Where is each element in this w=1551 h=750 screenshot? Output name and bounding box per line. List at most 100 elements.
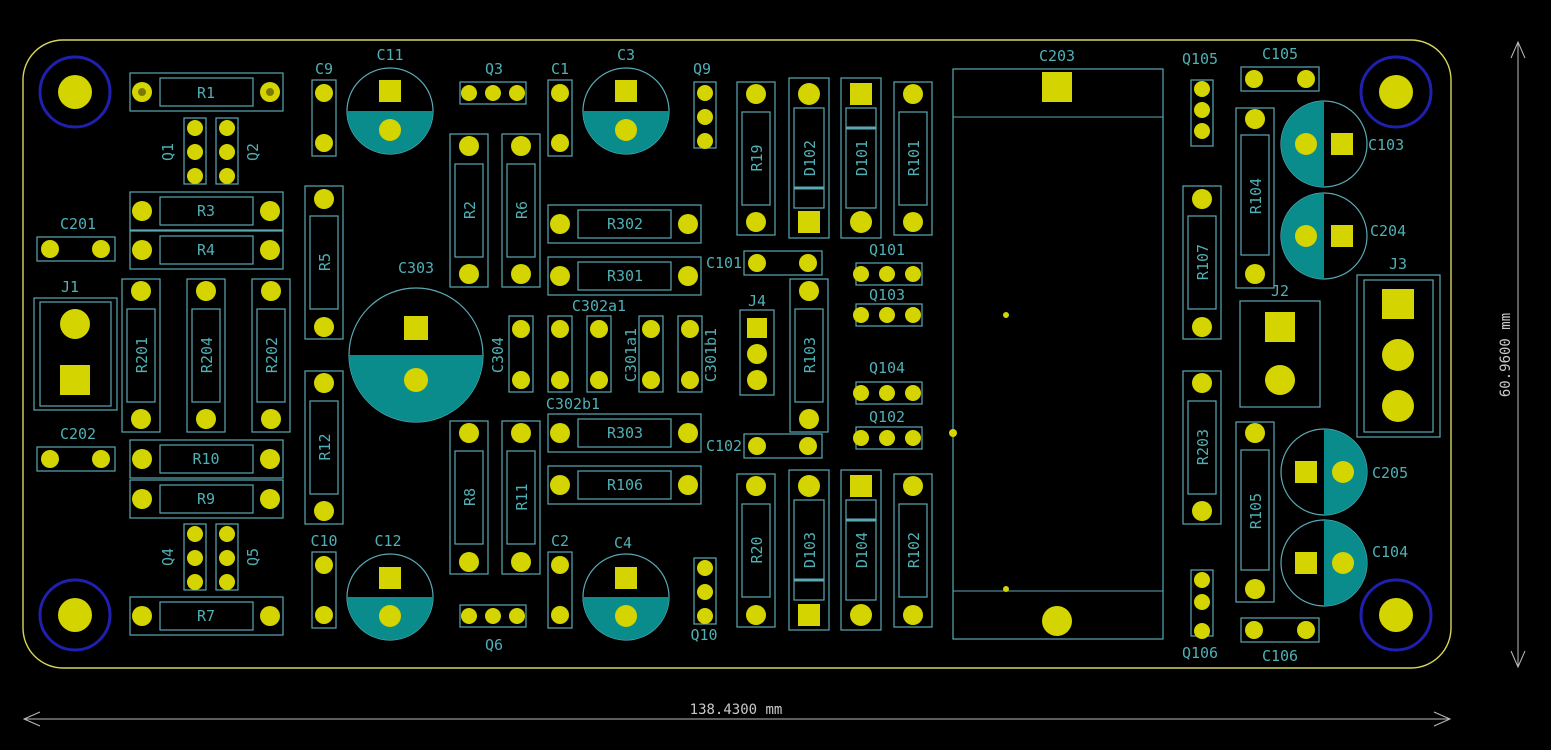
transistor-q103[interactable]: Q103 (853, 286, 923, 327)
capacitor-c303[interactable]: C303 (348, 259, 484, 423)
label-q2: Q2 (244, 143, 262, 161)
resistor-r20[interactable]: R20 (736, 473, 776, 628)
transistor-q102[interactable]: Q102 (853, 408, 923, 450)
transistor-q9[interactable]: Q9 (693, 60, 717, 149)
resistor-r11[interactable]: R11 (501, 420, 541, 575)
transistor-q5[interactable]: Q5 (215, 523, 262, 591)
transistor-q3[interactable]: Q3 (459, 60, 527, 105)
label-q106: Q106 (1182, 644, 1218, 662)
capacitor-c9[interactable]: C9 (311, 60, 337, 157)
transistor-q104[interactable]: Q104 (853, 359, 923, 405)
capacitor-c11[interactable]: C11 (346, 46, 434, 155)
connector-j1[interactable]: J1 (33, 278, 118, 411)
capacitor-c201[interactable]: C201 (36, 215, 116, 262)
resistor-r301[interactable]: R301 (547, 256, 702, 296)
connector-j2[interactable]: J2 (1239, 282, 1321, 408)
mounting-hole-tr[interactable] (1359, 55, 1433, 129)
capacitor-c102[interactable]: C102 (706, 433, 823, 459)
label-q103: Q103 (869, 286, 905, 304)
mounting-hole-tl[interactable] (38, 55, 112, 129)
resistor-r2[interactable]: R2 (449, 133, 489, 288)
diode-d102[interactable]: D102 (788, 77, 830, 239)
diode-d101[interactable]: D101 (840, 77, 882, 239)
capacitor-c301a1[interactable]: C301a1 (622, 315, 664, 393)
label-r9: R9 (197, 490, 215, 508)
resistor-r104[interactable]: R104 (1235, 107, 1275, 289)
resistor-r19[interactable]: R19 (736, 81, 776, 236)
capacitor-c302a1[interactable] (547, 315, 573, 393)
label-r104: R104 (1247, 178, 1265, 214)
capacitor-c105[interactable]: C105 (1240, 45, 1320, 92)
capacitor-c3[interactable]: C3 (582, 46, 670, 155)
label-c2: C2 (551, 532, 569, 550)
resistor-r302[interactable]: R302 (547, 204, 702, 244)
capacitor-c203[interactable]: C203 (949, 47, 1164, 640)
label-r7: R7 (197, 607, 215, 625)
diode-d103[interactable]: D103 (788, 469, 830, 631)
resistor-r103[interactable]: R103 (789, 278, 829, 433)
resistor-r5[interactable]: R5 (304, 185, 344, 340)
label-c12: C12 (374, 532, 401, 550)
capacitor-c304[interactable]: C304 (489, 315, 534, 393)
label-c104: C104 (1372, 543, 1408, 561)
label-r1: R1 (197, 84, 215, 102)
capacitor-c302b1[interactable] (586, 315, 612, 393)
label-q3: Q3 (485, 60, 503, 78)
transistor-q105[interactable]: Q105 (1182, 50, 1218, 147)
capacitor-c101[interactable]: C101 (706, 250, 823, 276)
capacitor-c202[interactable]: C202 (36, 425, 116, 472)
transistor-q10[interactable]: Q10 (690, 557, 718, 644)
resistor-r102[interactable]: R102 (893, 473, 933, 628)
capacitor-c10[interactable]: C10 (310, 532, 338, 629)
resistor-r201[interactable]: R201 (121, 278, 161, 433)
label-q102: Q102 (869, 408, 905, 426)
capacitor-c106[interactable]: C106 (1240, 617, 1320, 665)
resistor-r6[interactable]: R6 (501, 133, 541, 288)
transistor-q101[interactable]: Q101 (853, 241, 923, 286)
connector-j3[interactable]: J3 (1356, 255, 1441, 438)
transistor-q2[interactable]: Q2 (215, 117, 262, 185)
mounting-hole-br[interactable] (1359, 578, 1433, 652)
capacitor-c205[interactable]: C205 (1280, 428, 1408, 516)
resistor-r106[interactable]: R106 (547, 465, 702, 505)
label-c302a1: C302a1 (572, 297, 626, 315)
resistor-r204[interactable]: R204 (186, 278, 226, 433)
capacitor-c12[interactable]: C12 (346, 532, 434, 641)
resistor-r3[interactable]: R3 (129, 191, 284, 231)
resistor-r202[interactable]: R202 (251, 278, 291, 433)
resistor-r7[interactable]: R7 (129, 596, 284, 636)
resistor-r12[interactable]: R12 (304, 370, 344, 525)
resistor-r303[interactable]: R303 (547, 413, 702, 453)
capacitor-c301b1[interactable]: C301b1 (677, 315, 720, 393)
label-r301: R301 (607, 267, 643, 285)
label-r102: R102 (905, 532, 923, 568)
capacitor-c2[interactable]: C2 (547, 532, 573, 629)
resistor-r9[interactable]: R9 (129, 479, 284, 519)
capacitor-c4[interactable]: C4 (582, 534, 670, 641)
resistor-r105[interactable]: R105 (1235, 421, 1275, 603)
resistor-r101[interactable]: R101 (893, 81, 933, 236)
label-c101: C101 (706, 254, 742, 272)
resistor-r10[interactable]: R10 (129, 439, 284, 479)
resistor-r107[interactable]: R107 (1182, 185, 1222, 340)
label-r10: R10 (192, 450, 219, 468)
resistor-r203[interactable]: R203 (1182, 370, 1222, 525)
resistor-r8[interactable]: R8 (449, 420, 489, 575)
capacitor-c103[interactable]: C103 (1280, 100, 1404, 188)
resistor-r1[interactable]: R1 (129, 72, 284, 112)
capacitor-c1[interactable]: C1 (547, 60, 573, 157)
transistor-q6[interactable]: Q6 (459, 604, 527, 654)
label-r3: R3 (197, 202, 215, 220)
capacitor-c204[interactable]: C204 (1280, 192, 1406, 280)
resistor-r4[interactable]: R4 (129, 230, 284, 270)
diode-d104[interactable]: D104 (840, 469, 882, 631)
capacitor-c104[interactable]: C104 (1280, 519, 1408, 607)
label-q104: Q104 (869, 359, 905, 377)
transistor-q4[interactable]: Q4 (159, 523, 207, 591)
label-q6: Q6 (485, 636, 503, 654)
transistor-q106[interactable]: Q106 (1182, 569, 1218, 662)
transistor-q1[interactable]: Q1 (159, 117, 207, 185)
connector-j4[interactable]: J4 (739, 292, 775, 396)
mounting-hole-bl[interactable] (38, 578, 112, 652)
